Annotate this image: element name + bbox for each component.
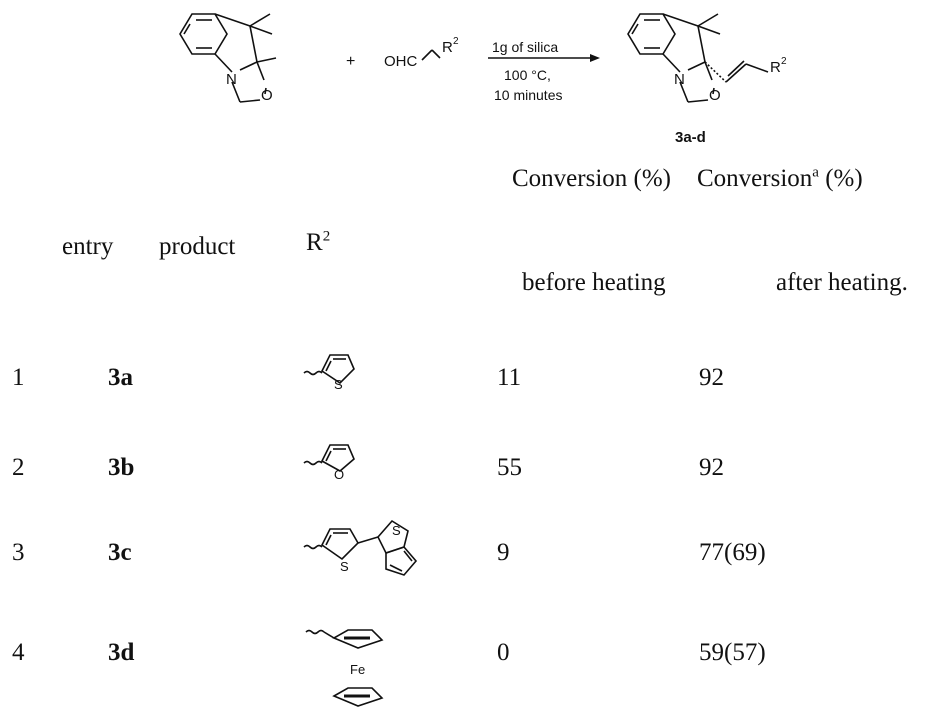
reagent-sup: 2 [453,36,459,47]
product-r: R [770,59,781,76]
atom-o: O [261,87,273,104]
row-3-entry: 3 [12,539,25,566]
product-sup: 2 [781,56,787,67]
header-r2-sup: 2 [322,228,331,245]
row-2-before: 55 [497,454,522,481]
header-conversion-after-base: Conversion [697,165,813,192]
row-2-entry: 2 [12,454,25,481]
reagent-formula: OHC [384,53,418,70]
header-product: product [159,233,236,260]
row-1-product: 3a [108,364,133,391]
header-entry: entry [62,233,114,260]
ferrocene-structure: Fe [305,629,384,707]
row-3-product: 3c [108,539,132,566]
row-4-entry: 4 [12,639,25,666]
reagent-r: R [442,39,453,56]
row-3-heteroatom: S [340,559,349,574]
row-4-before: 0 [497,639,510,666]
header-after-heating: after heating. [776,269,908,296]
row-2-after: 92 [699,454,724,481]
product-label: 3a-d [675,129,706,146]
header-r2-base: R [306,229,323,256]
reagent-bond [421,49,441,61]
condition-time: 10 minutes [494,87,562,103]
plus-sign: + [346,53,355,70]
product-atom-n: N [674,71,685,88]
starting-material-structure [179,13,277,103]
furan-structure: O [303,444,355,480]
footnote-marker: a [812,164,819,181]
row-4-after: 59(57) [699,639,766,666]
atom-n: N [226,71,237,88]
row-3-after: 77(69) [699,539,766,566]
row-1-after: 92 [699,364,724,391]
row-2-product: 3b [108,454,135,481]
row-1-before: 11 [497,364,522,391]
row-4-heteroatom: Fe [350,662,365,677]
product-structure [627,13,769,103]
row-1-entry: 1 [12,364,25,391]
row-2-heteroatom: O [334,467,344,480]
reaction-scheme: N O + OHC R 2 1g of silica 100 °C, 10 mi… [179,13,787,146]
header-conversion-after: Conversiona (%) [697,164,863,192]
condition-temperature: 100 °C, [504,67,551,83]
header-conversion-after-tail: (%) [818,165,863,192]
bithiophene-structure: S S [303,519,418,576]
row-3-heteroatom-second: S [392,523,401,538]
arrow-head [590,54,600,62]
header-before-heating: before heating [522,269,666,296]
thiophene-structure: S [303,354,355,390]
row-3-before: 9 [497,539,510,566]
row-1-heteroatom: S [334,377,343,390]
header-conversion-before: Conversion (%) [512,165,671,192]
condition-reagent: 1g of silica [492,39,558,55]
product-atom-o: O [709,87,721,104]
row-4-product: 3d [108,639,135,666]
header-r2: R2 [306,228,331,256]
